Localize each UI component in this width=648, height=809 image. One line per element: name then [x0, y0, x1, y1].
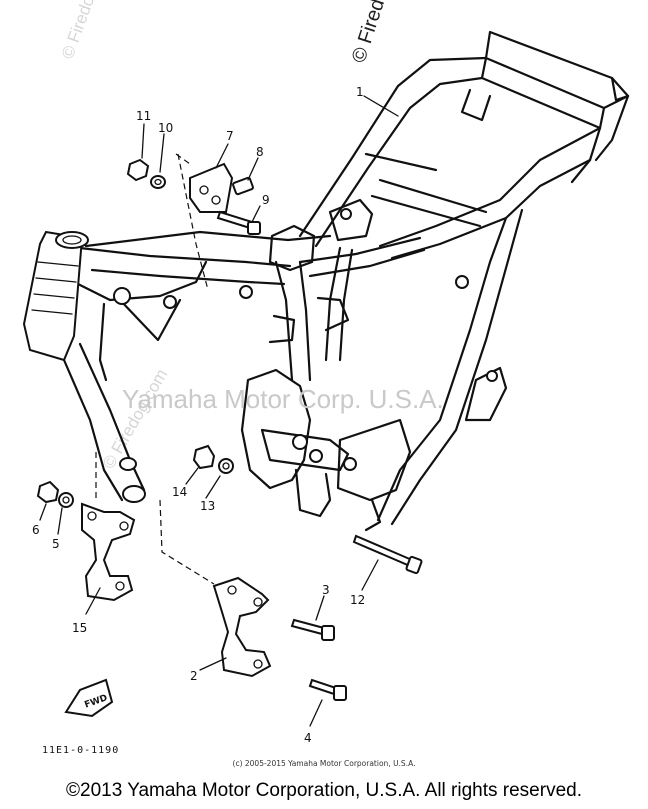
bolt-12: [352, 534, 423, 575]
upper-engine-bracket: [189, 162, 234, 213]
bolt-3: [290, 618, 335, 641]
callout-2: 2: [190, 669, 198, 683]
callout-labels: 1 2 3 4 5 6 7 8 9 10 11 12 13 14 15: [32, 85, 365, 745]
callout-5: 5: [52, 537, 60, 551]
alignment-line-upper: [175, 153, 209, 291]
alignment-line-lower: [159, 499, 215, 585]
callout-13: 13: [200, 499, 215, 513]
front-lower-bracket-15: [81, 502, 136, 602]
washer-10: [150, 175, 166, 189]
copyright-footer: ©2013 Yamaha Motor Corporation, U.S.A. A…: [66, 780, 582, 801]
watermark-faint-left: © Firedog.com: [99, 366, 171, 472]
rear-lower-bracket-2: [212, 576, 272, 678]
callout-15: 15: [72, 621, 87, 635]
callout-14: 14: [172, 485, 187, 499]
nut-11: [126, 158, 150, 182]
bolt-4: [308, 678, 347, 701]
nut-14: [192, 444, 216, 470]
part-code: 11E1-0-1190: [42, 745, 120, 756]
callout-1: 1: [356, 85, 364, 99]
leader-lines: [39, 95, 399, 727]
callout-10: 10: [158, 121, 173, 135]
main-frame: [22, 30, 630, 532]
watermark-main: Yamaha Motor Corp. U.S.A.: [122, 384, 444, 414]
callout-11: 11: [136, 109, 151, 123]
callout-8: 8: [256, 145, 264, 159]
watermark-faint-top: © Firedog.com: [58, 0, 114, 61]
callout-9: 9: [262, 193, 270, 207]
fwd-arrow-icon: FWD: [64, 678, 114, 718]
callout-4: 4: [304, 731, 312, 745]
washer-13: [218, 458, 234, 474]
nut-6: [36, 480, 60, 504]
bolt-9: [216, 210, 261, 235]
callout-3: 3: [322, 583, 330, 597]
callout-7: 7: [226, 129, 234, 143]
washer-5: [58, 492, 74, 508]
bolt-8: [232, 176, 254, 196]
watermark-brand: © Firedog: [348, 0, 396, 66]
callout-12: 12: [350, 593, 365, 607]
callout-6: 6: [32, 523, 40, 537]
small-copyright: (c) 2005-2015 Yamaha Motor Corporation, …: [232, 759, 416, 768]
